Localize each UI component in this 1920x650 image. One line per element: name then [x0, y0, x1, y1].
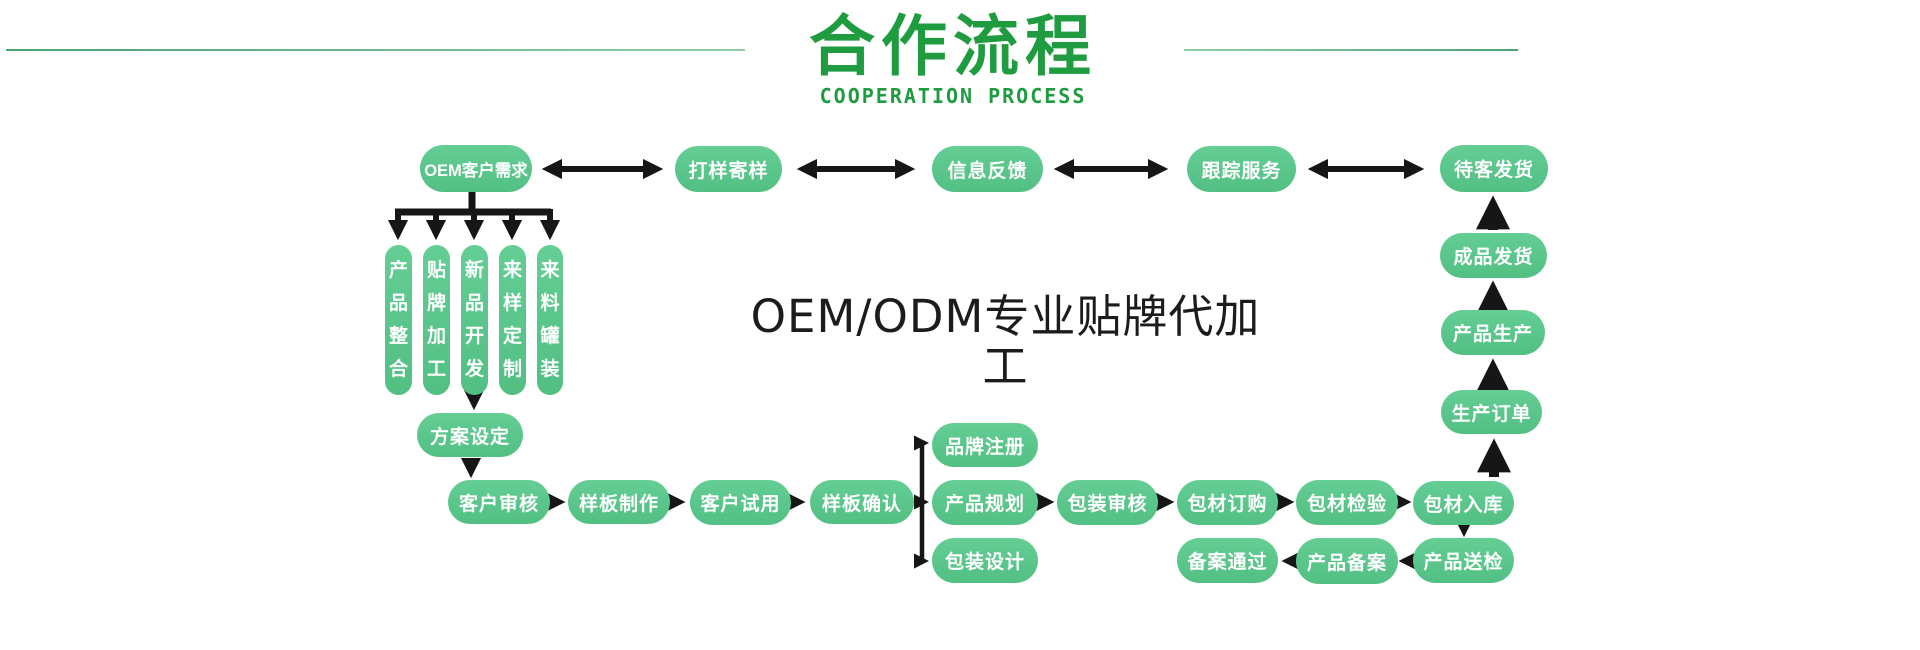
- flow-node-incoming-material-filling: 来料罐装: [537, 245, 563, 395]
- flow-node-plan-setting: 方案设定: [417, 413, 523, 457]
- flow-node-private-label-processing: 贴牌加工: [423, 245, 450, 395]
- flow-node-sample-confirmation: 样板确认: [810, 480, 914, 524]
- flow-node-package-material-ordering: 包材订购: [1177, 480, 1278, 525]
- title-divider-left: [6, 49, 745, 51]
- title-divider-right: [1184, 49, 1518, 51]
- flow-node-awaiting-customer-delivery: 待客发货: [1440, 145, 1548, 192]
- flow-node-package-material-inspection: 包材检验: [1296, 480, 1398, 525]
- flow-node-brand-registration: 品牌注册: [932, 423, 1038, 467]
- flow-node-sampling-mailing: 打样寄样: [675, 146, 782, 192]
- flow-node-product-production: 产品生产: [1441, 310, 1545, 355]
- bottom-row-arrows: [546, 492, 1472, 571]
- flow-node-package-review: 包装审核: [1057, 480, 1158, 525]
- flow-node-oem-customer-demand: OEM客户需求: [420, 145, 532, 192]
- flow-node-finished-goods-shipping: 成品发货: [1440, 233, 1547, 278]
- right-column-up-arrows: [1475, 195, 1512, 477]
- flow-node-package-design: 包装设计: [932, 538, 1038, 583]
- fan-out-arrows: [387, 189, 561, 479]
- flow-node-tracking-service: 跟踪服务: [1187, 146, 1296, 192]
- page-title: 合作流程: [809, 9, 1097, 83]
- flow-node-customer-trial: 客户试用: [690, 480, 791, 525]
- sample-confirmation-branch-arrows: [913, 435, 930, 569]
- flow-node-filing-approved: 备案通过: [1177, 538, 1278, 583]
- flow-node-production-order: 生产订单: [1441, 390, 1542, 434]
- flow-node-product-filing: 产品备案: [1296, 538, 1398, 584]
- center-slogan: OEM/ODM专业贴牌代加工: [750, 290, 1261, 393]
- flow-node-new-product-development: 新品开发: [461, 245, 488, 395]
- flow-node-product-inspection-submission: 产品送检: [1413, 538, 1514, 583]
- flow-node-product-planning: 产品规划: [932, 480, 1038, 525]
- flow-node-customer-review: 客户审核: [448, 480, 550, 524]
- flow-node-sample-customization: 来样定制: [499, 245, 526, 395]
- flow-node-package-material-storage: 包材入库: [1413, 481, 1514, 525]
- page-subtitle: COOPERATION PROCESS: [819, 84, 1087, 108]
- flow-node-product-integration: 产品整合: [385, 245, 412, 395]
- flow-node-info-feedback: 信息反馈: [932, 146, 1043, 192]
- flow-node-sample-making: 样板制作: [568, 480, 670, 524]
